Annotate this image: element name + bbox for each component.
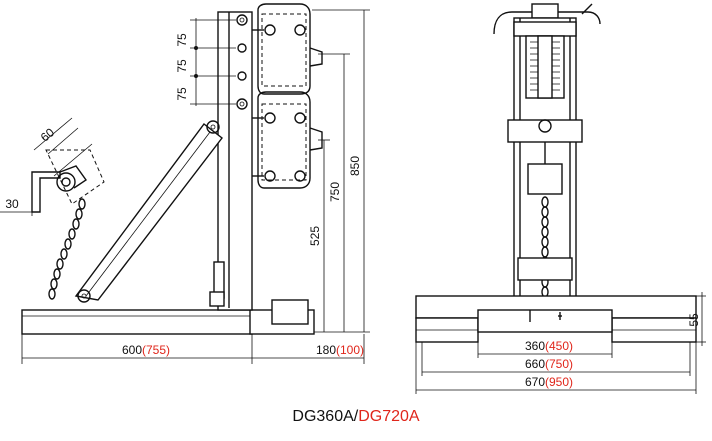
dim-670-alt: (950) xyxy=(545,375,573,389)
side-dim-heights: 525 750 850 xyxy=(308,9,370,333)
front-view: 55 360 (450) 660 (750) 670 (950) xyxy=(415,3,706,394)
dim-spacing-1: 75 xyxy=(175,33,189,47)
dim-525: 525 xyxy=(308,226,322,246)
side-chain xyxy=(48,198,86,300)
dim-660-alt: (750) xyxy=(545,357,573,371)
dim-spacing-2: 75 xyxy=(175,59,189,73)
model-separator: / xyxy=(353,408,359,425)
dim-55: 55 xyxy=(687,313,701,327)
dim-spacing-3: 75 xyxy=(175,87,189,101)
side-view: 75 75 75 60 30 525 750 850 xyxy=(0,3,370,364)
front-spring-assembly xyxy=(525,35,565,99)
dim-600-alt: (755) xyxy=(142,343,170,357)
model-caption: DG360A/DG720A xyxy=(0,408,712,426)
side-hook xyxy=(31,149,105,213)
side-dim-60: 60 xyxy=(33,117,93,177)
front-dim-55: 55 xyxy=(687,292,706,346)
side-drum-clamp xyxy=(252,3,323,189)
side-diagonal-brace xyxy=(74,123,223,301)
dim-670: 670 xyxy=(525,375,545,389)
side-base xyxy=(21,309,253,335)
side-dim-base: 600 (755) 180 (100) xyxy=(21,334,365,364)
dim-660: 660 xyxy=(525,357,545,371)
front-dim-widths: 360 (450) 660 (750) 670 (950) xyxy=(415,332,697,394)
dim-360-alt: (450) xyxy=(545,339,573,353)
dim-750: 750 xyxy=(328,182,342,202)
dim-180-alt: (100) xyxy=(336,343,364,357)
dim-60: 60 xyxy=(38,125,57,145)
model-a: DG360A xyxy=(292,408,354,425)
dim-850: 850 xyxy=(348,156,362,176)
dim-180: 180 xyxy=(316,343,336,357)
dim-600: 600 xyxy=(122,343,142,357)
side-dim-spacing: 75 75 75 xyxy=(175,18,236,106)
model-b: DG720A xyxy=(358,408,420,425)
side-dim-30: 30 xyxy=(0,192,33,216)
dim-360: 360 xyxy=(525,339,545,353)
side-mast xyxy=(217,11,253,311)
dim-30: 30 xyxy=(5,197,19,211)
